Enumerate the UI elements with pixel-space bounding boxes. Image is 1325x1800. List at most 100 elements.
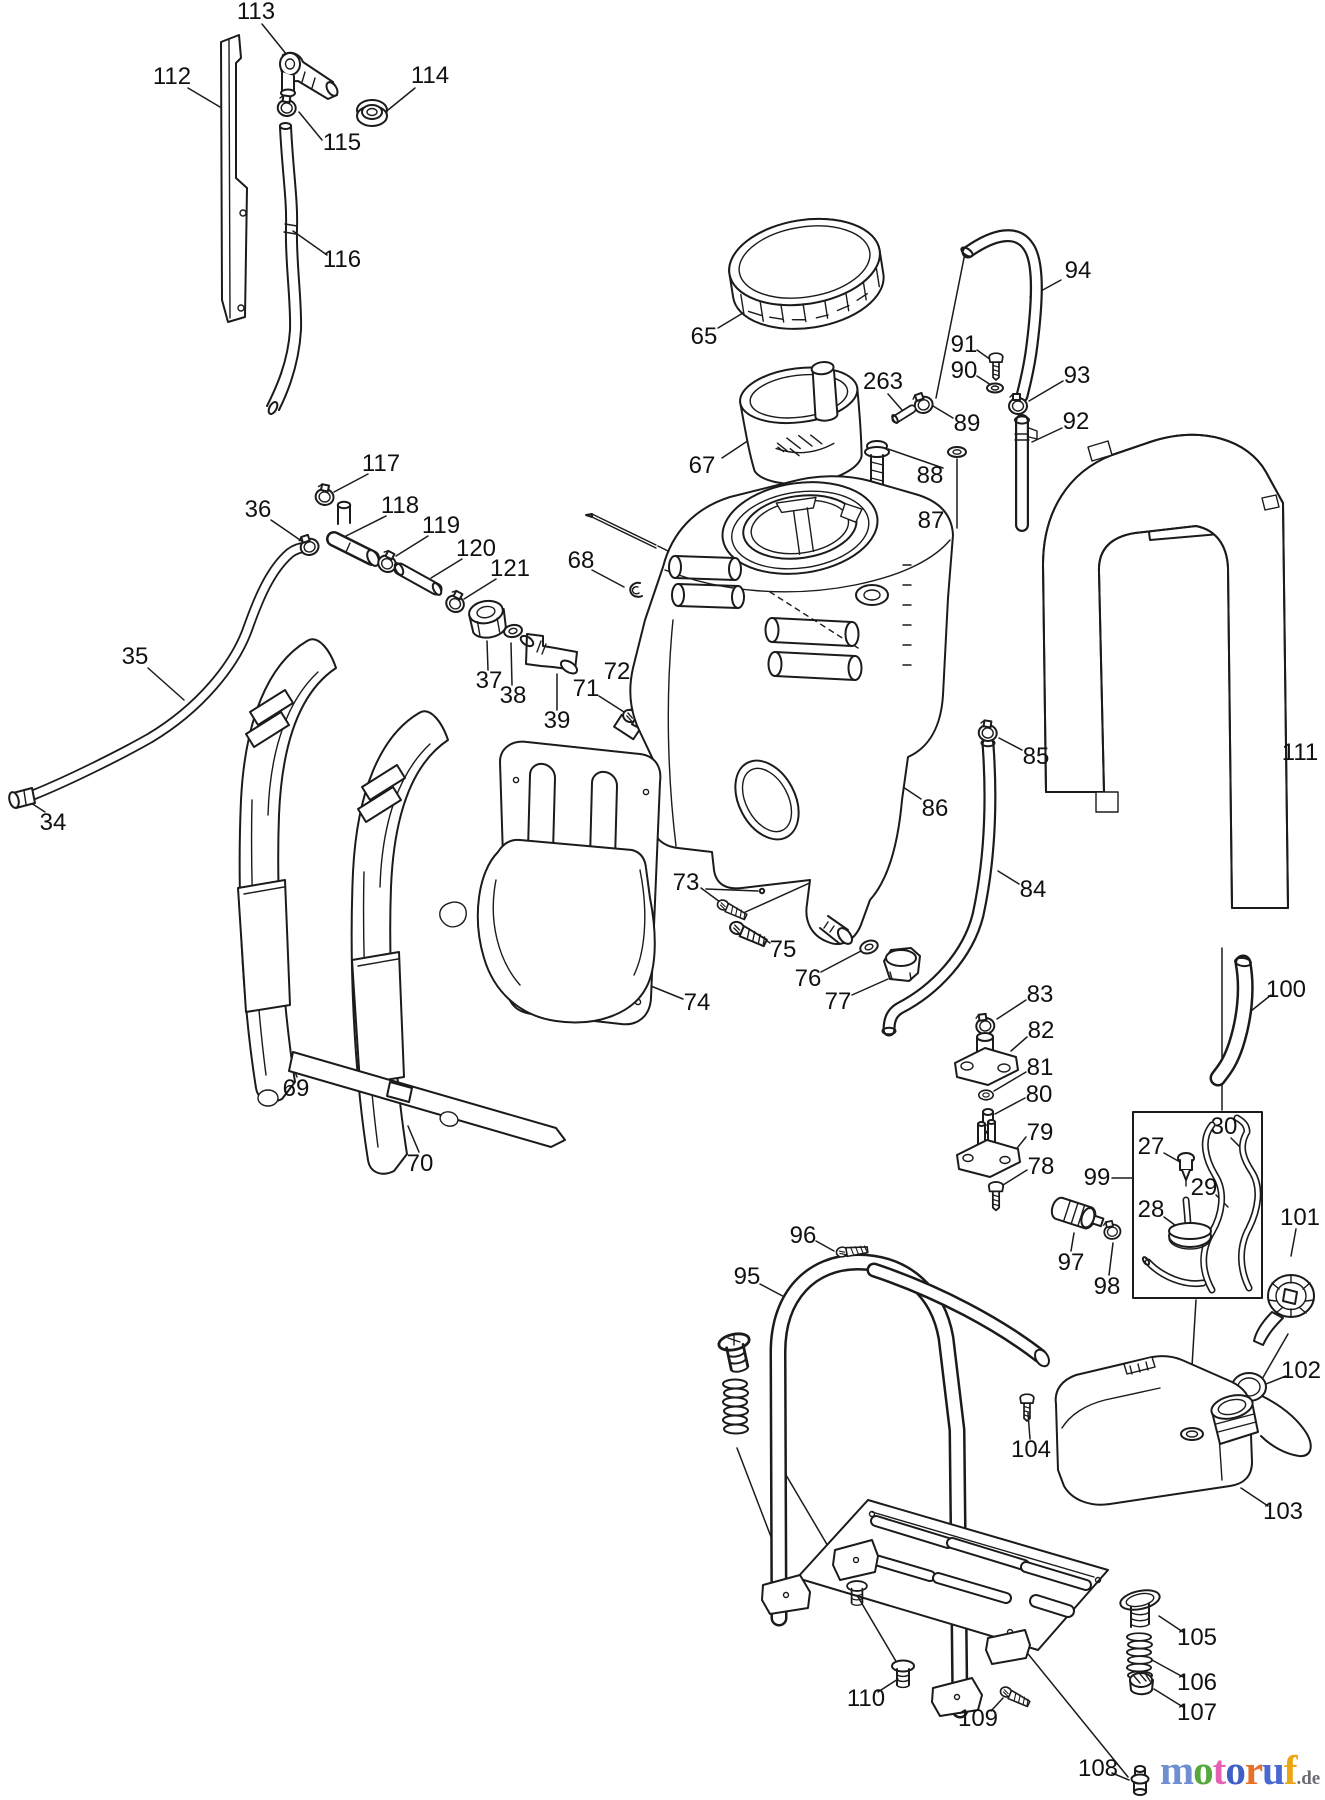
nut-107-drawing (1129, 1672, 1154, 1696)
leader-line-70 (407, 1125, 420, 1153)
leader-line-96 (815, 1240, 835, 1252)
tube-29-drawing (1200, 1121, 1226, 1294)
leader-line-114 (387, 87, 416, 111)
fitting-39-detail (519, 634, 579, 675)
rod-drawing (585, 513, 657, 549)
hose-100-drawing (1209, 954, 1254, 1087)
tube-92-drawing (1014, 414, 1038, 532)
leader-line-89 (932, 405, 954, 419)
screw-108-drawing (1130, 1765, 1150, 1796)
leader-line-37 (486, 640, 489, 671)
logo-letter-5: u (1262, 1747, 1285, 1793)
screw-78-drawing (987, 1181, 1005, 1212)
assembly-line-0 (935, 252, 966, 399)
logo-letter-0: m (1160, 1747, 1194, 1793)
logo-letter-4: r (1244, 1747, 1263, 1793)
strainer-67-drawing (739, 361, 863, 485)
leader-line-88 (887, 448, 944, 469)
clamp-85-drawing (976, 718, 1000, 744)
leader-line-36 (270, 519, 304, 543)
washer-76-drawing (857, 937, 881, 957)
motoruf-logo-suffix: .de (1296, 1768, 1321, 1789)
leader-line-35 (147, 667, 185, 701)
screw-104-drawing (1019, 1393, 1035, 1422)
leader-line-38 (510, 642, 513, 686)
suction-28-drawing (1141, 1196, 1212, 1288)
leader-line-117 (333, 473, 369, 493)
fuel-cap-101-drawing (1253, 1274, 1315, 1346)
leader-line-90 (976, 375, 992, 386)
grommet-105-drawing (1119, 1589, 1161, 1628)
clip-68-drawing (629, 581, 643, 598)
grommet-tankhole-drawing (947, 446, 967, 458)
tank-cap-65-drawing (728, 217, 885, 330)
washer-81-drawing (977, 1089, 995, 1101)
leader-line-80 (994, 1097, 1026, 1115)
leader-line-101 (1290, 1228, 1297, 1257)
screw-91-drawing (988, 352, 1004, 381)
logo-letter-1: o (1193, 1747, 1213, 1793)
clamp-83-drawing (973, 1011, 997, 1037)
clamp-121-drawing (442, 587, 470, 617)
leader-line-263 (887, 393, 903, 411)
fuel-tank-103-drawing (1054, 1355, 1259, 1506)
leader-line-105 (1158, 1615, 1184, 1633)
logo-letter-3: o (1225, 1747, 1245, 1793)
leader-line-115 (298, 111, 323, 141)
leader-line-81 (993, 1071, 1027, 1092)
leader-line-107 (1153, 1688, 1184, 1708)
leader-line-71 (598, 695, 625, 713)
waist-strap-drawing (288, 901, 566, 1148)
valve-27-drawing (1177, 1152, 1195, 1187)
screw-73-drawing (714, 897, 750, 921)
leader-line-93 (1028, 380, 1064, 402)
leader-line-106 (1151, 1659, 1184, 1678)
capnut-77-drawing (883, 947, 921, 982)
leader-line-98 (1108, 1242, 1114, 1276)
strap-69-drawing (237, 638, 337, 1107)
leader-line-97 (1070, 1232, 1075, 1252)
leader-line-85 (998, 737, 1023, 751)
frame-feet-drawing (761, 1539, 1031, 1717)
leader-line-27 (1163, 1152, 1181, 1163)
mount-grommet-spring-drawing (715, 1329, 757, 1435)
leader-line-76 (820, 950, 862, 973)
hose-94-drawing (960, 229, 1043, 403)
fitting-34-drawing (8, 787, 36, 809)
clamp-98-drawing (1101, 1218, 1123, 1242)
leader-lines (27, 23, 1297, 1781)
leader-line-121 (463, 578, 497, 600)
box-99-drawing (1132, 1111, 1263, 1299)
clamp-115-drawing (275, 93, 299, 119)
elbow-113-drawing (279, 51, 339, 100)
leader-line-73 (700, 887, 721, 903)
leader-line-113 (261, 23, 288, 56)
leader-line-109 (990, 1697, 1004, 1712)
leader-line-110 (877, 1678, 899, 1693)
leader-line-68 (591, 569, 625, 588)
back-pad-74-drawing (476, 740, 662, 1026)
clamp-117-drawing (313, 482, 337, 508)
leader-line-82 (1010, 1036, 1028, 1052)
leader-line-77 (851, 978, 889, 996)
tube-263-drawing (891, 404, 917, 424)
leader-line-116 (292, 230, 328, 256)
logo-letter-6: f (1283, 1747, 1298, 1793)
nut-90-drawing (986, 382, 1004, 394)
tube-116-drawing (266, 122, 303, 415)
assembly-line-1 (705, 888, 759, 892)
tank-outlet-drawing (819, 915, 854, 945)
leader-line-120 (430, 558, 463, 579)
leader-line-104 (1027, 1412, 1031, 1440)
plate-79-drawing (956, 1119, 1021, 1178)
tube-120-drawing (393, 562, 443, 596)
strap-70-drawing (350, 710, 449, 1175)
leader-line-118 (343, 515, 387, 538)
leader-line-103 (1240, 1487, 1269, 1507)
grommet-110-drawing (891, 1659, 915, 1689)
nut-114-drawing (356, 99, 388, 127)
motoruf-logo-text: motoruf (1160, 1747, 1298, 1793)
tube-30-drawing (1233, 1114, 1262, 1292)
